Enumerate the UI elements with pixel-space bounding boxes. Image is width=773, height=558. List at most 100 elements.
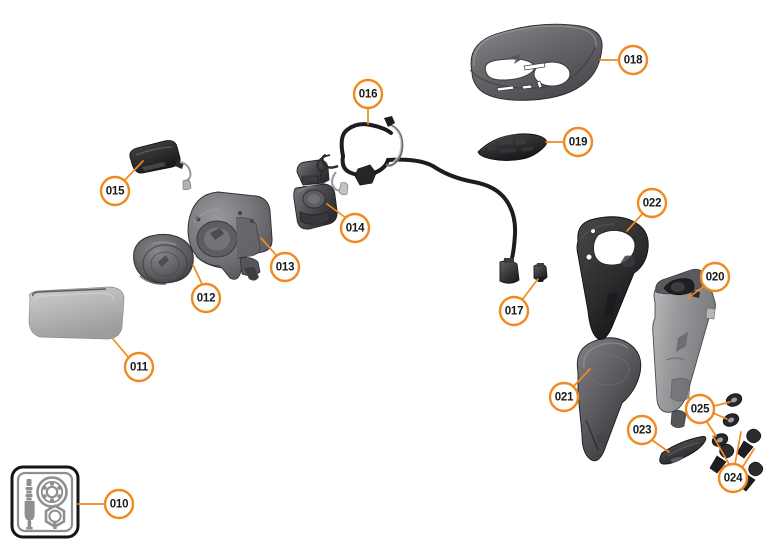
callout-016[interactable]: 016 (352, 78, 384, 125)
part-turn-signal-lamp[interactable] (129, 140, 192, 191)
callout-017[interactable]: 017 (498, 278, 539, 327)
harness-main-connector-cap (504, 258, 514, 263)
cover-021-body (576, 337, 642, 462)
trim-strip-highlight (667, 442, 699, 457)
callout-012[interactable]: 012 (190, 264, 222, 314)
callout-circle-013[interactable] (269, 251, 301, 283)
mirror-glass-surface (28, 286, 125, 340)
cover-018-slot-a (523, 62, 546, 71)
callout-circle-014[interactable] (339, 212, 371, 244)
part-mirror-wiring-harness[interactable] (316, 116, 520, 284)
carrier-rim (142, 244, 188, 284)
bolt-2-shank (709, 455, 727, 474)
gasket-019-rib-a (498, 138, 513, 145)
callout-circle-018[interactable] (617, 44, 649, 76)
motor-connector (301, 175, 319, 184)
harness-upper-connector (384, 116, 395, 127)
gasket-019-rib-b (516, 139, 526, 145)
leader-line-014 (326, 203, 347, 219)
bracket-022-hole-b (585, 253, 593, 261)
part-harness-connector[interactable] (533, 263, 548, 282)
leader-line-012 (192, 264, 203, 285)
cover-018-slot-d (536, 80, 543, 89)
carrier-inner-rim (150, 251, 180, 277)
harness-left-branch-2 (330, 171, 343, 192)
callout-025[interactable]: 025 (684, 393, 731, 437)
housing-13-mount-tab (244, 267, 259, 281)
gasket-019-rib-d (488, 146, 495, 151)
callout-circle-017[interactable] (498, 295, 530, 327)
bracket-022-tail-shade (604, 292, 618, 318)
leader-line-022 (626, 212, 644, 232)
cover-018-emblem (511, 54, 524, 64)
part-repair-kit-box[interactable] (10, 465, 80, 539)
hex-nut-icon (44, 504, 66, 529)
callout-circle-015[interactable] (99, 175, 131, 207)
bracket-022-boss (621, 255, 636, 268)
leader-line-024 (712, 431, 755, 469)
callout-018[interactable]: 018 (599, 44, 649, 76)
part-mirror-housing-cover[interactable] (469, 23, 603, 101)
callout-circle-024[interactable] (717, 462, 749, 494)
arm-020-pivot-lug (691, 290, 700, 298)
harness-tail-a (316, 154, 331, 172)
housing-13-side-panel (235, 217, 261, 259)
callout-circle-011[interactable] (123, 351, 155, 383)
part-mirror-adjustment-housing[interactable] (187, 191, 273, 281)
turn-signal-wire-connector (182, 179, 192, 191)
bolt-1-head (746, 428, 762, 444)
callout-circle-025[interactable] (684, 393, 716, 425)
carrier-shadow-arc (139, 275, 167, 285)
cover-018-shell (470, 23, 603, 101)
housing-13-boss (210, 228, 224, 240)
arm-020-foot (670, 410, 687, 428)
callout-022[interactable]: 022 (626, 187, 668, 232)
part-mirror-glass[interactable] (28, 286, 125, 340)
turn-signal-wire (179, 161, 192, 182)
cover-018-slot-b (496, 85, 515, 92)
part-mirror-actuator-motor[interactable] (293, 159, 338, 230)
part-trim-strip[interactable] (659, 436, 707, 465)
housing-13-highlight (193, 208, 221, 223)
part-mirror-glass-carrier[interactable] (133, 233, 194, 285)
callout-011[interactable]: 011 (112, 338, 155, 383)
callout-circle-016[interactable] (352, 78, 384, 110)
callout-circle-019[interactable] (562, 126, 594, 158)
callout-023[interactable]: 023 (626, 414, 670, 453)
callout-circle-022[interactable] (636, 187, 668, 219)
part-mirror-seal-gasket[interactable] (477, 133, 547, 161)
motor-base-ring (299, 211, 331, 225)
cover-021-recess-ring (588, 355, 630, 386)
arm-020-side-tab (705, 307, 716, 320)
carrier-tab (158, 255, 169, 267)
washer-2[interactable] (721, 411, 740, 428)
cover-021-highlight (583, 342, 629, 369)
arm-020-recess (670, 378, 691, 402)
callout-010[interactable]: 010 (77, 488, 135, 520)
callout-circle-021[interactable] (548, 381, 580, 413)
callout-circle-023[interactable] (626, 414, 658, 446)
part-mirror-mounting-bracket[interactable] (576, 216, 649, 340)
callout-circle-020[interactable] (699, 261, 731, 293)
cover-018-top-highlight (473, 25, 597, 67)
washer-1[interactable] (724, 391, 743, 408)
gasket-019-rib-e (521, 146, 534, 152)
callout-013[interactable]: 013 (260, 237, 301, 283)
part-mirror-base-cover[interactable] (576, 337, 642, 462)
trim-strip-inner-slot (670, 456, 684, 463)
connector-017-cap (537, 263, 544, 267)
mirror-glass-highlight (35, 292, 115, 302)
callout-circle-012[interactable] (190, 282, 222, 314)
part-mirror-base-arm[interactable] (652, 268, 716, 428)
cover-018-slot-c (521, 84, 533, 90)
mounting-bolt-1[interactable] (736, 428, 762, 459)
mirror-glass-top-edge (31, 288, 107, 297)
washer-1-bore (730, 397, 738, 403)
turn-signal-tab (175, 159, 184, 169)
spark-plug-icon (24, 479, 35, 530)
callout-circle-010[interactable] (103, 488, 135, 520)
callout-019[interactable]: 019 (545, 126, 594, 158)
callout-015[interactable]: 015 (99, 160, 144, 207)
harness-left-connector (338, 182, 349, 196)
